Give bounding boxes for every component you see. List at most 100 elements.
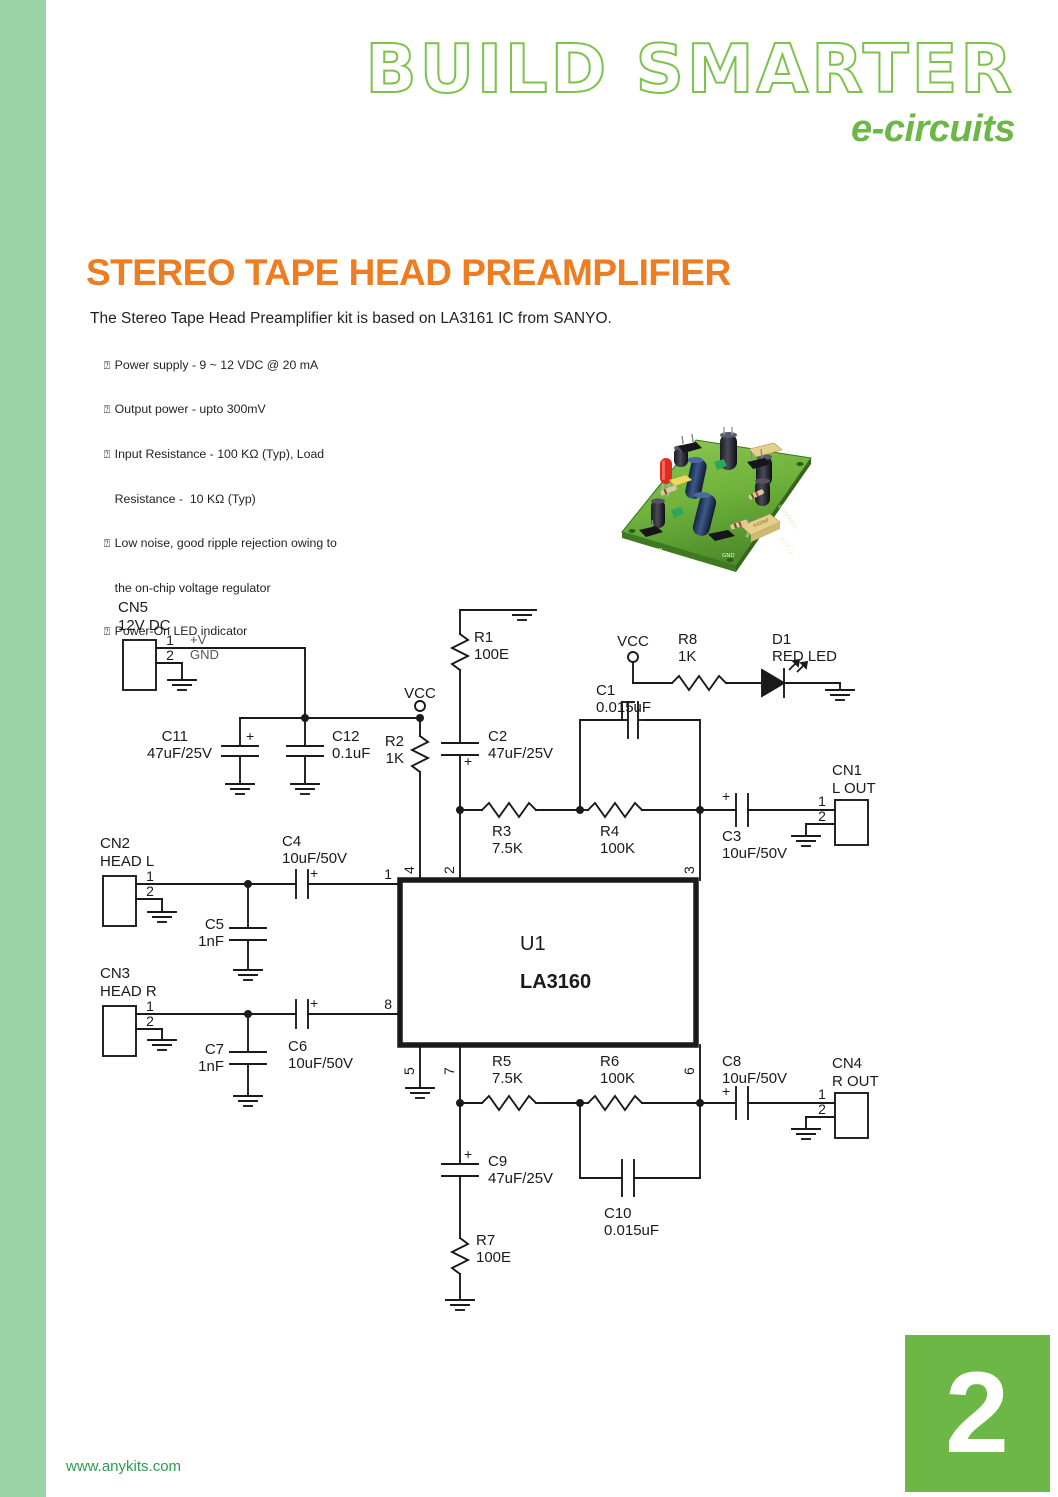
resistor-r2-zigzag [409, 734, 431, 774]
label-c10-value: 0.015uF [604, 1222, 659, 1239]
resistor-r6-zigzag [586, 1094, 644, 1112]
ic-pin-2: 2 [441, 866, 457, 874]
pin-cn1-2: 2 [818, 808, 826, 824]
feature-text: Power-On LED indicator [114, 624, 248, 639]
polarity-c3: + [722, 788, 730, 804]
bullet-icon: ⍰ [103, 537, 111, 550]
label-r4-value: 100K [600, 840, 635, 857]
label-r7-value: 100E [476, 1249, 511, 1266]
label-c10-ref: C10 [604, 1205, 632, 1222]
label-c6-ref: C6 [288, 1038, 307, 1055]
ic-pin-3: 3 [681, 866, 697, 874]
label-c9-value: 47uF/25V [488, 1170, 553, 1187]
label-r2-value: 1K [386, 750, 404, 767]
page-subtitle: The Stereo Tape Head Preamplifier kit is… [90, 310, 612, 327]
feature-text: the on-chip voltage regulator [114, 580, 271, 595]
footer-website-url[interactable]: www.anykits.com [66, 1458, 182, 1475]
bullet-icon: ⍰ [103, 626, 111, 639]
label-cn5-pin1-name: +V [190, 632, 207, 647]
connector-cn3-body [102, 1005, 137, 1057]
ic-pin-8: 8 [384, 996, 392, 1012]
connector-cn2-body [102, 875, 137, 927]
label-c2-value: 47uF/25V [488, 745, 553, 762]
label-cn3-ref: CN3 [100, 965, 130, 982]
label-c12-value: 0.1uF [332, 745, 370, 762]
feature-text: Resistance - 10 KΩ (Typ) [114, 491, 256, 506]
connector-cn5-body [122, 639, 157, 691]
label-r6-value: 100K [600, 1070, 635, 1087]
feature-text: Output power - upto 300mV [114, 402, 266, 417]
pin-cn5-1: 1 [166, 632, 174, 648]
label-c11-value: 47uF/25V [147, 745, 212, 762]
pin-cn1-1: 1 [818, 793, 826, 809]
feature-text: Low noise, good ripple rejection owing t… [114, 535, 337, 550]
label-cn5-ref: CN5 [118, 599, 148, 616]
bullet-icon: ⍰ [103, 449, 111, 462]
brand-logo: BUILD SMARTER e-circuits [355, 30, 1016, 151]
label-r8-ref: R8 [678, 631, 697, 648]
pin-cn2-1: 1 [146, 868, 154, 884]
label-vcc-power: VCC [404, 685, 436, 702]
polarity-c9: + [464, 1146, 472, 1162]
list-item: ⍰Power supply - 9 ~ 12 VDC @ 20 mA [90, 343, 510, 388]
list-item-continuation: the on-chip voltage regulator [90, 566, 510, 610]
label-r7-ref: R7 [476, 1232, 495, 1249]
label-r1-value: 100E [474, 646, 509, 663]
label-r1-ref: R1 [474, 629, 493, 646]
resistor-r7-zigzag [449, 1236, 471, 1276]
logo-build-smarter: BUILD SMARTER [365, 30, 1015, 108]
circuit-schematic: CN5 12V DC 1 2 +V GND C11 47uF/25V + C12… [100, 599, 879, 1311]
logo-e-circuits: e-circuits [851, 107, 1015, 150]
label-cn4-name: R OUT [832, 1073, 879, 1090]
label-c12-ref: C12 [332, 728, 360, 745]
bullet-icon: ⍰ [103, 404, 111, 417]
pin-cn4-2: 2 [818, 1101, 826, 1117]
polarity-c2: + [464, 753, 472, 769]
connector-cn1-body [834, 799, 869, 846]
page-number: 2 [945, 1349, 1009, 1477]
page-number-block [905, 1335, 1050, 1492]
page-title: STEREO TAPE HEAD PREAMPLIFIER [86, 252, 731, 293]
label-d1-value: RED LED [772, 648, 837, 665]
label-r2-ref: R2 [385, 733, 404, 750]
label-cn5-name: 12V DC [118, 617, 171, 634]
label-cn2-name: HEAD L [100, 853, 154, 870]
polarity-c11: + [246, 728, 254, 744]
label-c8-ref: C8 [722, 1053, 741, 1070]
polarity-c6: + [310, 995, 318, 1011]
list-item: ⍰Input Resistance - 100 KΩ (Typ), Load [90, 433, 510, 478]
resistor-r3-zigzag [480, 801, 538, 819]
feature-list: ⍰Power supply - 9 ~ 12 VDC @ 20 mA ⍰Outp… [90, 343, 510, 654]
label-r8-value: 1K [678, 648, 696, 665]
label-r5-ref: R5 [492, 1053, 511, 1070]
svg-text:GND: GND [722, 553, 735, 559]
ic-pin-4: 4 [401, 866, 417, 874]
pin-cn4-1: 1 [818, 1086, 826, 1102]
label-r3-ref: R3 [492, 823, 511, 840]
pin-cn5-2: 2 [166, 647, 174, 663]
label-c1-value: 0.015uF [596, 699, 651, 716]
label-c8-value: 10uF/50V [722, 1070, 787, 1087]
label-c7-value: 1nF [198, 1058, 224, 1075]
pin-cn3-1: 1 [146, 998, 154, 1014]
ic-pin-5: 5 [401, 1067, 417, 1075]
pin-cn3-2: 2 [146, 1013, 154, 1029]
vcc-terminal-power [414, 700, 426, 712]
label-r5-value: 7.5K [492, 1070, 523, 1087]
label-d1-ref: D1 [772, 631, 791, 648]
label-r4-ref: R4 [600, 823, 619, 840]
vcc-terminal-led [627, 651, 639, 663]
pcb-photo: anykits A002 GND GND HEAD R [608, 414, 823, 584]
label-c5-value: 1nF [198, 933, 224, 950]
resistor-r4-zigzag [586, 801, 644, 819]
svg-text:GND: GND [650, 548, 663, 554]
label-vcc-led: VCC [617, 633, 649, 650]
label-cn2-ref: CN2 [100, 835, 130, 852]
label-u1-part: LA3160 [520, 971, 591, 993]
bullet-icon: ⍰ [103, 359, 111, 372]
resistor-r8-zigzag [670, 674, 728, 692]
label-c4-value: 10uF/50V [282, 850, 347, 867]
resistor-r5-zigzag [480, 1094, 538, 1112]
polarity-c4: + [310, 865, 318, 881]
list-item: ⍰Output power - upto 300mV [90, 388, 510, 433]
